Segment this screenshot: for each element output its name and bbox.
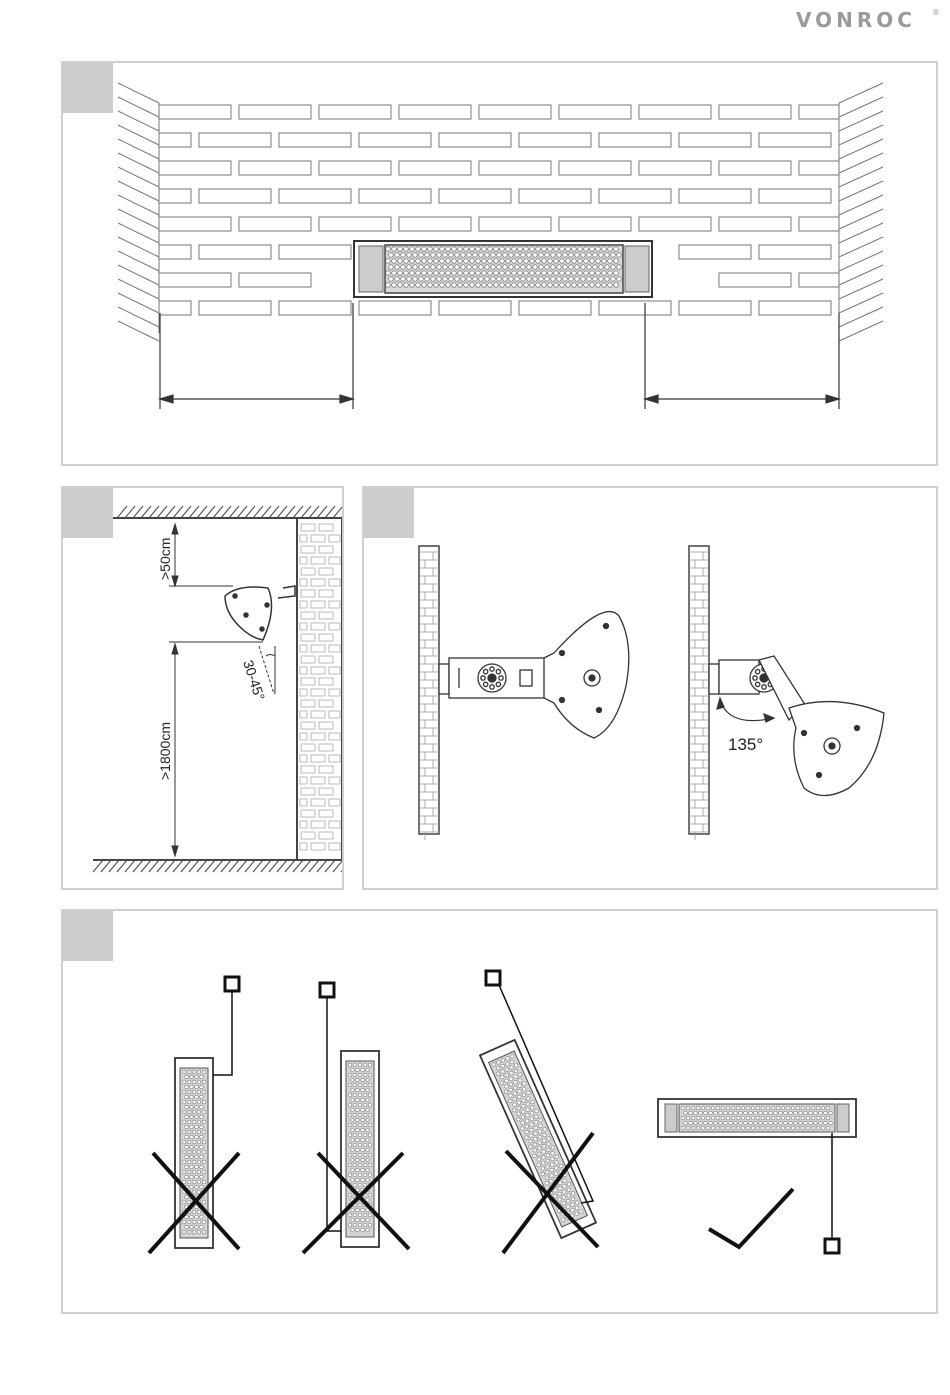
heater-vertical-incorrect-2 bbox=[341, 1051, 379, 1247]
panel-bracket-rotation: 135° bbox=[362, 486, 938, 890]
bracket-tilted bbox=[709, 656, 884, 796]
wall-column-left bbox=[419, 546, 439, 840]
panel-wall-clearance bbox=[61, 61, 938, 466]
panel-orientation bbox=[61, 909, 938, 1314]
label-top-clearance: >50cm bbox=[157, 538, 173, 580]
wall-clearance-illustration bbox=[63, 63, 936, 464]
panel-mounting-height: >50cm >1800cm 30-45° bbox=[61, 486, 344, 890]
dimension-arrow-right bbox=[645, 303, 839, 409]
bracket-rotation-illustration: 135° bbox=[364, 488, 936, 888]
wall-edge-hatching-left bbox=[118, 83, 159, 341]
brand-registered-mark: ® bbox=[932, 8, 940, 17]
ceiling bbox=[113, 506, 342, 518]
rotation-angle-arc bbox=[717, 698, 774, 722]
orientation-illustration bbox=[63, 911, 936, 1312]
mounting-height-illustration: >50cm >1800cm 30-45° bbox=[63, 488, 342, 888]
floor bbox=[93, 860, 342, 872]
label-rotation-angle: 135° bbox=[728, 735, 763, 754]
panel-corner-tab bbox=[63, 488, 113, 538]
wall-edge-hatching-right bbox=[839, 83, 883, 341]
label-box-4 bbox=[825, 1133, 839, 1253]
check-mark bbox=[709, 1189, 793, 1247]
bracket-straight bbox=[439, 612, 629, 738]
wall-column-right bbox=[689, 546, 709, 840]
dimension-top-clearance bbox=[169, 524, 233, 586]
panel-corner-tab bbox=[63, 911, 113, 961]
label-box-1 bbox=[213, 977, 239, 1075]
heater-side-profile bbox=[225, 586, 295, 640]
side-wall bbox=[297, 518, 342, 860]
heater-horizontal-correct bbox=[658, 1099, 856, 1137]
brand-name: VONROC bbox=[796, 8, 916, 32]
dimension-arrow-left bbox=[160, 303, 353, 409]
brand-logo: VONROC ® bbox=[790, 6, 940, 32]
panel-corner-tab bbox=[364, 488, 414, 538]
label-tilt-angle: 30-45° bbox=[240, 658, 268, 702]
heater-unit bbox=[354, 241, 652, 297]
label-mounting-height: >1800cm bbox=[157, 722, 173, 780]
label-box-2 bbox=[320, 983, 341, 1231]
panel-corner-tab bbox=[63, 63, 113, 113]
